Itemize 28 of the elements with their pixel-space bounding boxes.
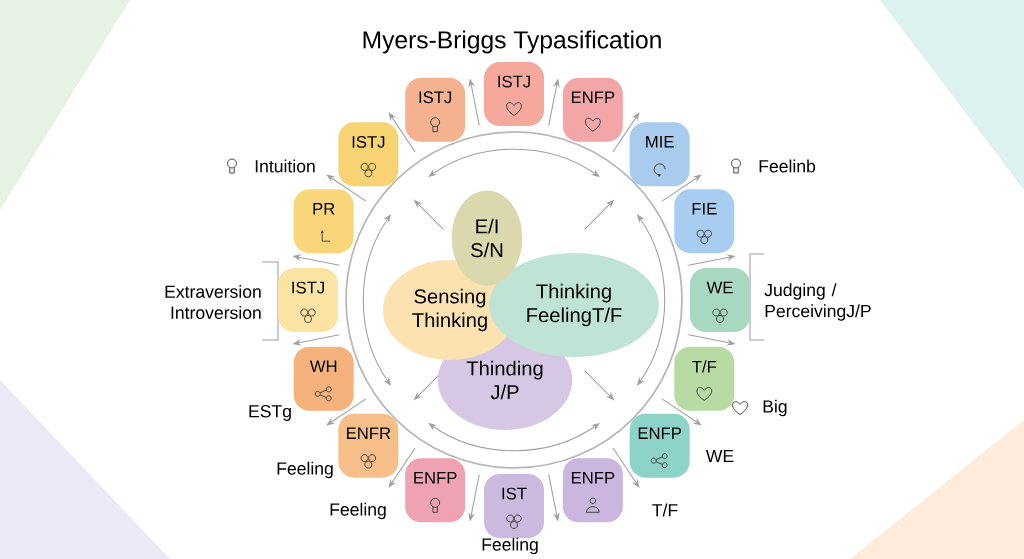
side-label: T/F: [652, 503, 678, 517]
type-tab: ENFR: [338, 413, 399, 478]
type-tab: ENFP: [405, 458, 466, 523]
side-label: Feeling: [330, 502, 386, 520]
side-label: WE: [705, 449, 734, 463]
type-tab: ISTJ: [405, 77, 466, 142]
type-tab: ENFP: [562, 458, 623, 523]
side-label: Extraversion Introversion: [165, 285, 261, 319]
type-tab: T/F: [674, 346, 735, 411]
type-tab: ISTJ: [484, 62, 544, 126]
type-tab: PR: [293, 189, 354, 254]
type-tab: IST: [484, 474, 544, 538]
side-label: Intuition: [255, 159, 315, 173]
side-label: Feelinb: [759, 159, 816, 173]
type-tab: ISTJ: [278, 268, 338, 332]
title: Myers-Briggs Typasification: [363, 30, 661, 54]
type-tab: ENFP: [629, 413, 690, 478]
type-tab: MIE: [629, 122, 690, 187]
side-label: ESTg: [249, 405, 291, 421]
type-tab: FIE: [674, 189, 735, 254]
side-label: Feeling: [277, 461, 333, 479]
type-tab: WE: [690, 268, 750, 332]
type-tab: ENFP: [562, 77, 623, 142]
side-label: Feeling: [482, 537, 538, 555]
side-label: Big: [763, 399, 787, 417]
type-tab: ISTJ: [338, 122, 399, 187]
type-tab: WH: [293, 346, 354, 411]
side-label: Judging / PerceivingJ/P: [764, 283, 871, 321]
